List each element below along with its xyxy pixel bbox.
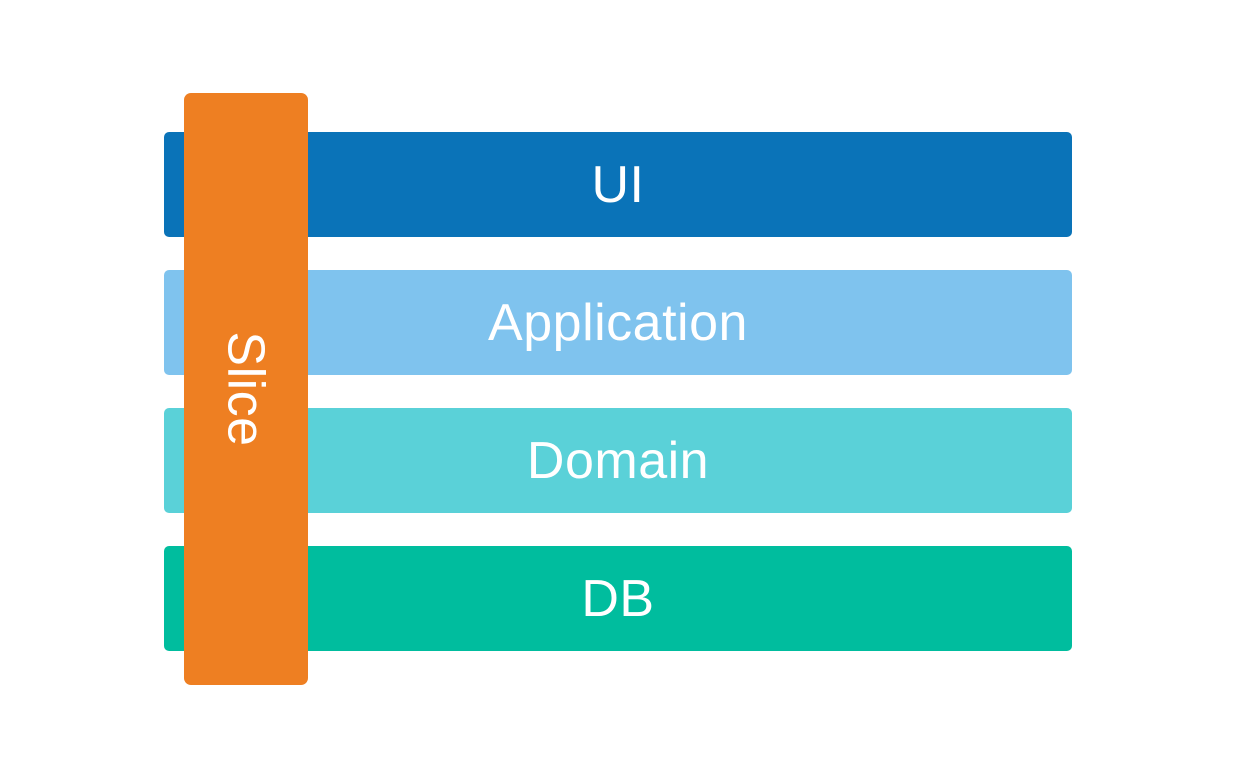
layer-label-db: DB bbox=[581, 569, 655, 628]
slice-bar: Slice bbox=[184, 93, 308, 685]
layer-bar-ui: UI bbox=[164, 132, 1072, 237]
layer-bar-domain: Domain bbox=[164, 408, 1072, 513]
layer-bar-db: DB bbox=[164, 546, 1072, 651]
slice-label: Slice bbox=[217, 331, 275, 447]
layer-label-ui: UI bbox=[591, 155, 645, 214]
layer-label-domain: Domain bbox=[526, 431, 710, 490]
layer-label-application: Application bbox=[488, 293, 748, 352]
layer-bar-application: Application bbox=[164, 270, 1072, 375]
